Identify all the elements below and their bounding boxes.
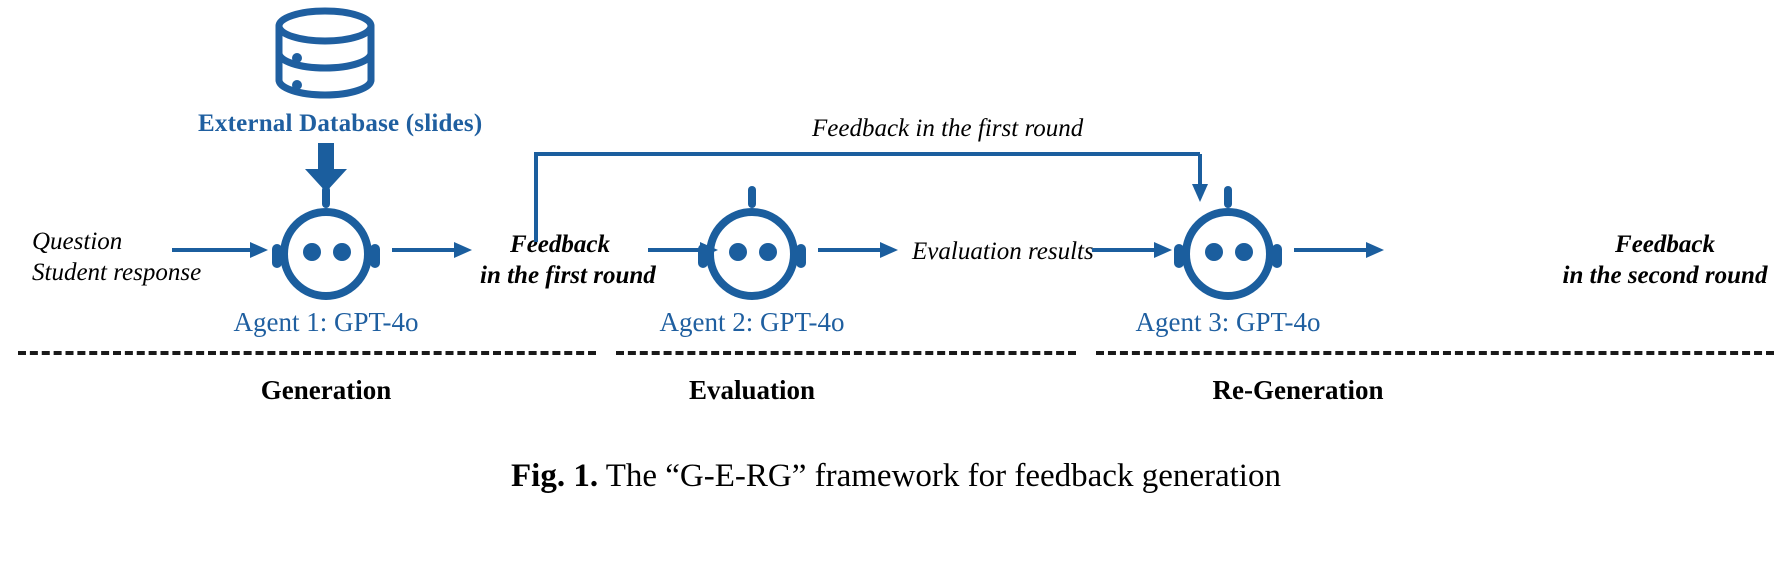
agent-2-robot-head-icon bbox=[690, 186, 814, 302]
loopback-feedback-label: Feedback in the first round bbox=[812, 115, 1084, 142]
feedback-second-round-line2: in the second round bbox=[1562, 261, 1768, 289]
feedback-first-round-label: Feedback in the first round bbox=[480, 230, 656, 291]
feedback-first-round-line2: in the first round bbox=[480, 261, 656, 289]
external-database-label: External Database (slides) bbox=[198, 110, 483, 137]
arrow-evaluation-to-agent3 bbox=[1092, 238, 1176, 262]
feedback-second-round-label: Feedback in the second round bbox=[1550, 230, 1780, 291]
stage-label-evaluation: Evaluation bbox=[688, 375, 816, 405]
stage-divider-generation bbox=[18, 351, 596, 355]
stage-label-regeneration: Re-Generation bbox=[1212, 375, 1384, 405]
loopback-connector-arrow bbox=[532, 148, 1222, 240]
input-student-response-label: Student response bbox=[32, 259, 202, 286]
agent-2-label: Agent 2: GPT-4o bbox=[659, 307, 845, 337]
caption-prefix: Fig. 1. bbox=[511, 458, 599, 494]
agent-1-label: Agent 1: GPT-4o bbox=[233, 307, 419, 337]
agent-3-robot-head-icon bbox=[1166, 186, 1290, 302]
arrow-input-to-agent1 bbox=[172, 238, 272, 262]
feedback-first-round-line1: Feedback bbox=[510, 231, 610, 258]
loopback-riser-line bbox=[532, 154, 542, 244]
figure-caption: Fig. 1. The “G-E-RG” framework for feedb… bbox=[0, 458, 1792, 495]
stage-label-generation: Generation bbox=[260, 375, 392, 405]
feedback-second-round-line1: Feedback bbox=[1615, 231, 1715, 258]
agent-3-label: Agent 3: GPT-4o bbox=[1135, 307, 1321, 337]
stage-divider-evaluation bbox=[616, 351, 1076, 355]
database-cylinder-icon bbox=[270, 7, 380, 103]
agent-1-robot-head-icon bbox=[264, 186, 388, 302]
caption-text: The “G-E-RG” framework for feedback gene… bbox=[598, 458, 1281, 494]
arrow-agent2-to-evaluation bbox=[818, 238, 902, 262]
stage-divider-regeneration bbox=[1096, 351, 1774, 355]
input-question-label: Question bbox=[32, 228, 123, 255]
evaluation-results-label: Evaluation results bbox=[912, 238, 1094, 265]
arrow-agent3-to-feedback2 bbox=[1294, 238, 1388, 262]
database-feed-arrow-icon bbox=[303, 143, 349, 193]
arrow-agent1-to-feedback1 bbox=[392, 238, 476, 262]
